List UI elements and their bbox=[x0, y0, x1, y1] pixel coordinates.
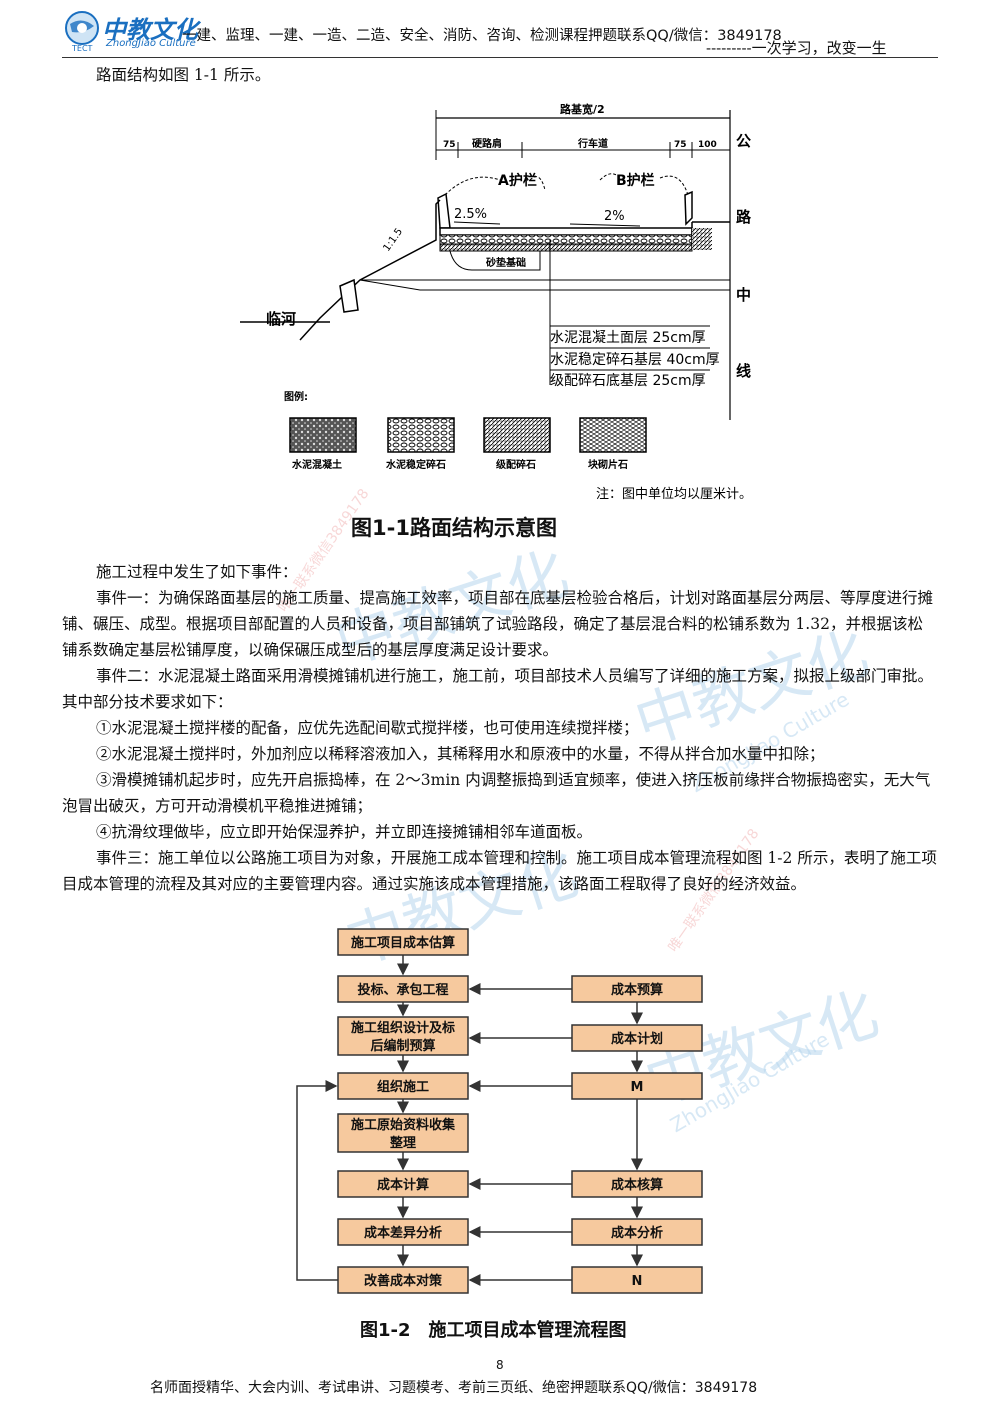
legend-item: 水泥混凝土 bbox=[291, 458, 342, 471]
header-divider bbox=[62, 57, 938, 58]
dim-75-left: 75 bbox=[443, 140, 456, 150]
header-logo: 中教文化 ZhongJiao Culture TECT bbox=[62, 8, 202, 54]
flow-step: 成本分析 bbox=[611, 1225, 663, 1241]
dim-hard-shoulder: 硬路肩 bbox=[472, 137, 502, 150]
page-number: 8 bbox=[496, 1358, 504, 1372]
dim-carriageway: 行车道 bbox=[577, 137, 608, 150]
layer-label: 级配碎石底基层 25cm厚 bbox=[550, 372, 706, 389]
header-courses: 一建、监理、一建、一造、二造、安全、消防、咨询、检测课程押题联系QQ/微信：38… bbox=[182, 28, 782, 44]
figure-cost-management-flow: 施工项目成本估算 投标、承包工程 施工组织设计及标 后编制预算 组织施工 施工原… bbox=[296, 928, 703, 1294]
legend-item: 级配碎石 bbox=[495, 458, 536, 471]
flow-step: 成本预算 bbox=[611, 982, 663, 998]
centerline-char: 路 bbox=[736, 208, 752, 226]
flow-step-n: N bbox=[632, 1274, 643, 1289]
flow-step: 投标、承包工程 bbox=[357, 982, 448, 998]
header-motto: ---------一次学习，改变一生 bbox=[706, 39, 887, 57]
dim-75-right: 75 bbox=[674, 140, 687, 150]
centerline-char: 公 bbox=[736, 132, 751, 150]
figure1-caption: 图1-1路面结构示意图 bbox=[351, 516, 557, 540]
paragraph-event-1: 事件一：为确保路面基层的施工质量、提高施工效率，项目部在底基层检验合格后，计划对… bbox=[62, 589, 934, 659]
legend-item: 水泥稳定碎石 bbox=[385, 458, 446, 471]
flow-step: 施工项目成本估算 bbox=[351, 935, 455, 951]
dim-100: 100 bbox=[698, 140, 717, 150]
centerline-char: 中 bbox=[736, 286, 751, 304]
paragraph: 施工过程中发生了如下事件： bbox=[96, 563, 298, 581]
flow-step: 改善成本对策 bbox=[364, 1273, 443, 1289]
paragraph-requirement-1: ①水泥混凝土搅拌楼的配备，应优先选配间歇式搅拌楼，也可使用连续搅拌楼； bbox=[96, 719, 639, 737]
label-foundation: 砂垫基础 bbox=[485, 256, 526, 269]
paragraph-requirement-3: ③滑模摊铺机起步时，应先开启振捣棒，在 2～3min 内调整振捣到适宜频率，使进… bbox=[62, 771, 931, 815]
flow-step: 整理 bbox=[389, 1135, 416, 1151]
label-barrier-a: A护栏 bbox=[498, 172, 537, 189]
figure-note: 注：图中单位均以厘米计。 bbox=[596, 487, 752, 500]
flow-step-m: M bbox=[631, 1080, 644, 1095]
flow-step: 成本计划 bbox=[611, 1031, 663, 1047]
logo-globe-icon bbox=[65, 11, 99, 45]
flow-step: 组织施工 bbox=[377, 1079, 429, 1095]
flow-step: 成本计算 bbox=[377, 1177, 429, 1193]
figure-pavement-structure: 路基宽/2 75 硬路肩 行车道 75 100 公 路 中 线 A护栏 B护栏 … bbox=[240, 102, 752, 500]
label-road-half-width: 路基宽/2 bbox=[560, 102, 605, 116]
legend-title: 图例: bbox=[284, 390, 308, 403]
centerline-char: 线 bbox=[736, 362, 751, 380]
footer-contact: 名师面授精华、大会内训、考试串讲、习题模考、考前三页纸、绝密押题联系QQ/微信：… bbox=[150, 1380, 758, 1396]
flow-step: 成本核算 bbox=[611, 1177, 663, 1193]
logo-english: ZhongJiao Culture bbox=[106, 38, 196, 49]
paragraph-requirement-2: ②水泥混凝土搅拌时，外加剂应以稀释溶液加入，其稀释用水和原液中的水量，不得从拌合… bbox=[96, 745, 825, 763]
label-slope-right: 2% bbox=[604, 209, 625, 224]
flow-step: 施工原始资料收集 bbox=[351, 1117, 456, 1133]
paragraph-event-3: 事件三：施工单位以公路施工项目为对象，开展施工成本管理和控制。施工项目成本管理流… bbox=[62, 849, 937, 893]
intro-paragraph: 路面结构如图 1-1 所示。 bbox=[96, 66, 271, 84]
label-slope-left: 2.5% bbox=[454, 207, 487, 222]
label-barrier-b: B护栏 bbox=[616, 172, 655, 189]
flow-step: 施工组织设计及标 bbox=[351, 1020, 455, 1036]
label-side-slope: 1:1.5 bbox=[381, 226, 405, 253]
logo-abbr: TECT bbox=[72, 44, 93, 53]
legend-item: 块砌片石 bbox=[588, 458, 628, 471]
paragraph-requirement-4: ④抗滑纹理做毕，应立即开始保湿养护，并立即连接摊铺相邻车道面板。 bbox=[96, 823, 593, 841]
layer-label: 水泥稳定碎石基层 40cm厚 bbox=[550, 351, 720, 368]
layer-label: 水泥混凝土面层 25cm厚 bbox=[550, 330, 706, 346]
flow-step: 后编制预算 bbox=[370, 1038, 435, 1054]
label-river: 临河 bbox=[266, 310, 296, 328]
figure2-caption: 图1-2 施工项目成本管理流程图 bbox=[360, 1320, 627, 1341]
logo-text: 中教文化 bbox=[102, 16, 198, 44]
flow-step: 成本差异分析 bbox=[364, 1225, 442, 1241]
paragraph-event-2: 事件二：水泥混凝土路面采用滑模摊铺机进行施工，施工前，项目部技术人员编写了详细的… bbox=[62, 667, 934, 711]
